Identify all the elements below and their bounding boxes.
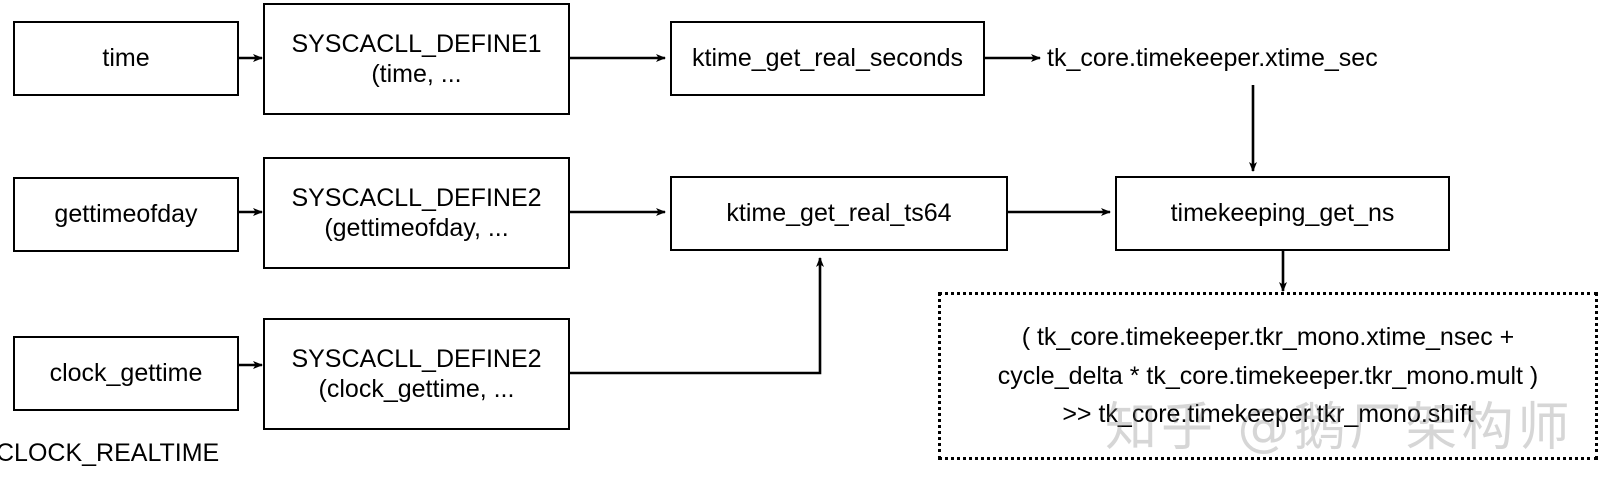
node-label-line2: (gettimeofday, ... [324, 214, 509, 242]
node-label-line1: SYSCACLL_DEFINE2 [291, 344, 542, 373]
label-text: tk_core.timekeeper.xtime_sec [1047, 44, 1378, 72]
node-macro-syscall-define2-gettimeofday[interactable]: SYSCACLL_DEFINE2 (gettimeofday, ... [263, 157, 570, 269]
node-label-line2: (clock_gettime, ... [318, 375, 515, 403]
node-label: ktime_get_real_ts64 [726, 199, 952, 228]
node-label: gettimeofday [54, 200, 198, 229]
formula-line-2: cycle_delta * tk_core.timekeeper.tkr_mon… [997, 361, 1539, 390]
formula-line-3: >> tk_core.timekeeper.tkr_mono.shift [1062, 400, 1474, 429]
caption-text: CLOCK_REALTIME [0, 439, 220, 467]
node-label-line1: SYSCACLL_DEFINE1 [291, 29, 542, 58]
node-syscall-time[interactable]: time [13, 21, 239, 96]
caption-clock-realtime: CLOCK_REALTIME [0, 439, 220, 468]
node-label-line1: SYSCACLL_DEFINE2 [291, 183, 542, 212]
node-fn-ktime-get-real-ts64[interactable]: ktime_get_real_ts64 [670, 176, 1008, 251]
formula-box: ( tk_core.timekeeper.tkr_mono.xtime_nsec… [938, 292, 1598, 460]
node-fn-timekeeping-get-ns[interactable]: timekeeping_get_ns [1115, 176, 1450, 251]
node-fn-ktime-get-real-seconds[interactable]: ktime_get_real_seconds [670, 21, 985, 96]
node-label-line2: (time, ... [371, 60, 462, 88]
node-syscall-gettimeofday[interactable]: gettimeofday [13, 177, 239, 252]
node-label: clock_gettime [49, 359, 203, 388]
node-macro-syscall-define1-time[interactable]: SYSCACLL_DEFINE1 (time, ... [263, 3, 570, 115]
node-syscall-clock-gettime[interactable]: clock_gettime [13, 336, 239, 411]
node-label: timekeeping_get_ns [1170, 199, 1395, 228]
edge-macro3-to-ktime-ts64 [570, 257, 824, 375]
node-label: ktime_get_real_seconds [692, 44, 963, 73]
node-macro-syscall-define2-clock-gettime[interactable]: SYSCACLL_DEFINE2 (clock_gettime, ... [263, 318, 570, 430]
node-label: time [102, 44, 150, 73]
formula-line-1: ( tk_core.timekeeper.tkr_mono.xtime_nsec… [1021, 322, 1515, 351]
label-xtime-sec: tk_core.timekeeper.xtime_sec [1047, 44, 1378, 73]
